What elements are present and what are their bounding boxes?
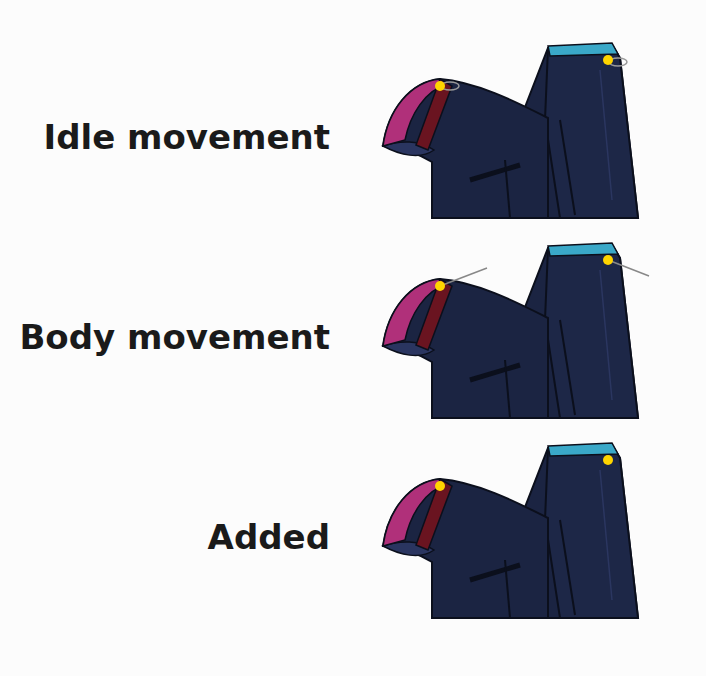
row-label: Added <box>208 520 330 554</box>
row-label: Body movement <box>19 320 330 354</box>
row-label: Idle movement <box>44 120 331 154</box>
